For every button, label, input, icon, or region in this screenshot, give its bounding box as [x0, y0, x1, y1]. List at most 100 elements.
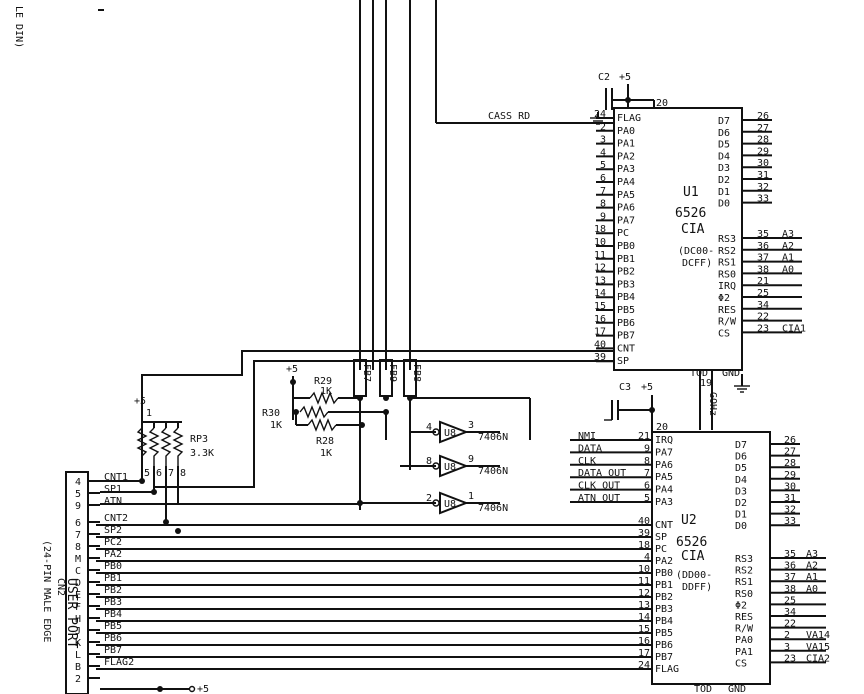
pin-number: 4: [644, 552, 650, 563]
pin-number: 8: [644, 456, 650, 467]
pin-name: PB3: [655, 604, 673, 615]
pin-letter: 4: [75, 477, 81, 488]
pin-number: 15: [594, 301, 606, 312]
pin-number: 28: [784, 458, 796, 469]
pin-number: 27: [784, 447, 796, 458]
user-port-signal: PB2: [104, 585, 122, 596]
pin-number: 4: [600, 147, 606, 158]
signal-label: VA15: [806, 642, 830, 653]
pin-name: PA7: [617, 215, 635, 226]
pin-number: 10: [594, 237, 606, 248]
pin-name: R/W: [735, 624, 754, 635]
pin-name: RS3: [718, 234, 736, 245]
pin-name: PA4: [655, 485, 673, 496]
signal-label: A2: [782, 241, 794, 252]
pin-letter: K: [75, 638, 81, 649]
user-port-signal: CNT1: [104, 472, 128, 483]
pin-name: PB3: [617, 279, 635, 290]
signal-label: A1: [806, 572, 818, 583]
pin-name: D3: [735, 486, 747, 497]
pin-name: RS2: [735, 566, 753, 577]
pin-number: 12: [638, 588, 650, 599]
u1-ground: GOHz: [699, 370, 750, 430]
rp3-pin-6: 6: [156, 468, 162, 479]
user-port-signal: FLAG2: [104, 657, 134, 668]
gate-in-pin: 8: [426, 456, 432, 467]
pin-name: RS3: [735, 554, 753, 565]
capacitor-c3: C3 +5: [604, 382, 655, 432]
pin-number: 6: [644, 481, 650, 492]
r29-value: 1K: [320, 386, 332, 397]
rp3-pin-8: 8: [180, 468, 186, 479]
pin-number: 34: [757, 300, 769, 311]
pin-number: 15: [638, 624, 650, 635]
gnd-label: GOHz: [707, 392, 718, 416]
pin-name: D2: [735, 498, 747, 509]
user-port-signal: PB4: [104, 609, 122, 620]
r30-label: R30: [262, 408, 280, 419]
pin-name: CS: [718, 328, 730, 339]
rp3-pin-7: 7: [168, 468, 174, 479]
pin-name: PB2: [655, 592, 673, 603]
pin-letter: D: [75, 578, 81, 589]
user-port-signal: ATN: [104, 496, 122, 507]
pin-name: D1: [735, 510, 747, 521]
pin-number: 26: [757, 111, 769, 122]
u1-addr2: DCFF): [682, 258, 712, 269]
pin-name: PA0: [735, 635, 753, 646]
pin-name: D0: [718, 199, 730, 210]
pin-name: PA6: [617, 203, 635, 214]
pin-letter: L: [75, 650, 81, 661]
pin-number: 17: [594, 327, 606, 338]
pin-name: D3: [718, 163, 730, 174]
pin-name: PA4: [617, 177, 635, 188]
pin-name: D7: [735, 440, 747, 451]
pin-number: 16: [638, 636, 650, 647]
pin-name: R/W: [718, 317, 737, 328]
pin-name: D7: [718, 116, 730, 127]
pin-name: PA1: [735, 647, 753, 658]
pin-name: PA7: [655, 447, 673, 458]
gate-in-pin: 4: [426, 422, 432, 433]
chip-u2: 20 U2 6526 CIA (DD00- DDFF) TOD GND: [651, 422, 771, 694]
user-port-signal: PB3: [104, 597, 122, 608]
pin-name: PC: [617, 228, 629, 239]
pin-name: Φ2: [735, 600, 747, 611]
pin-number: 25: [784, 595, 796, 606]
pin-number: 21: [757, 276, 769, 287]
rp3-plus5: +5: [134, 396, 146, 407]
signal-label: A2: [806, 561, 818, 572]
u1-gnd: GND: [722, 368, 740, 379]
pin-number: 36: [784, 561, 796, 572]
u2-addr1: (DD00-: [676, 570, 712, 581]
u1-ref: U1: [683, 185, 699, 200]
pin-name: IRQ: [718, 281, 736, 292]
pin-name: RS1: [735, 577, 753, 588]
pin-number: 3: [784, 642, 790, 653]
signal-label: VA14: [806, 630, 830, 641]
pin-name: PA2: [655, 556, 673, 567]
pin-number: 40: [638, 516, 650, 527]
u2-addr2: DDFF): [682, 582, 712, 593]
ferrite-label: FB7: [361, 364, 372, 382]
pin-number: 5: [644, 493, 650, 504]
resistor-pack-rp3: +5 1 RP3 3.3K 5 6 7 8: [134, 396, 214, 534]
ferrite-label: FB8: [411, 364, 422, 382]
signal-label: DATA: [578, 443, 602, 454]
gate-part: 7406N: [478, 466, 508, 477]
user-port-signal: PB6: [104, 633, 122, 644]
pin-number: 25: [757, 288, 769, 299]
pin-name: SP: [655, 532, 667, 543]
pin-number: 33: [757, 194, 769, 205]
u2-type: CIA: [681, 549, 705, 564]
pin-number: 35: [757, 229, 769, 240]
pin-number: 2: [784, 630, 790, 641]
pin-number: 27: [757, 123, 769, 134]
r30-value: 1K: [270, 420, 282, 431]
pin-name: PB4: [617, 292, 635, 303]
pin-number: 2: [600, 122, 606, 133]
signal-label: A1: [782, 253, 794, 264]
pin-letter: E: [75, 590, 81, 601]
